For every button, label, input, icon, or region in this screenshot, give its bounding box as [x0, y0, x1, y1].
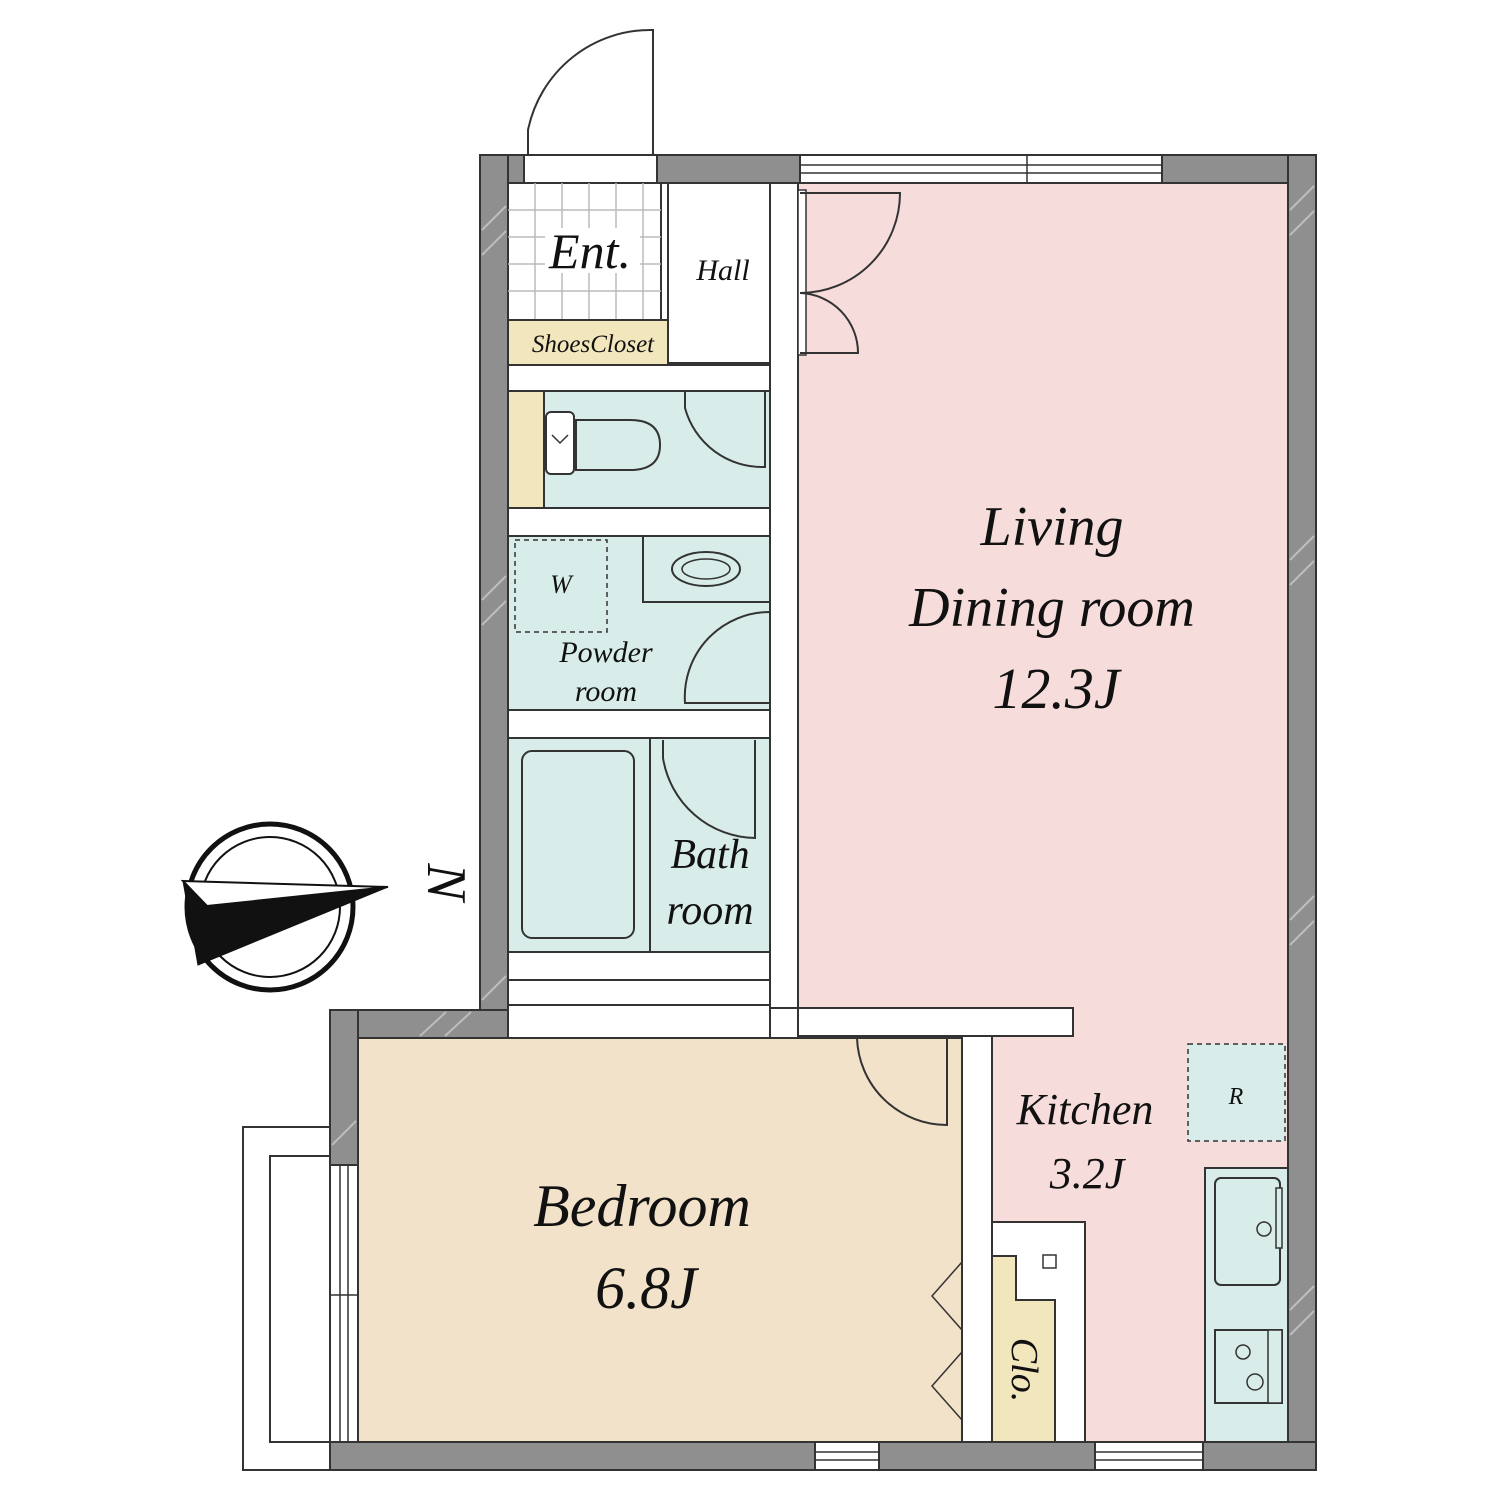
- outlet-icon: [1042, 1254, 1057, 1269]
- kitchen-label: Kitchen: [1016, 1085, 1154, 1134]
- bedroom-label: Bedroom: [533, 1173, 751, 1239]
- north-label: N: [415, 862, 477, 903]
- shoes-closet: ShoesCloset: [507, 319, 679, 366]
- bathroom: Bath room: [507, 737, 771, 953]
- washer-space: [514, 539, 608, 633]
- living-dining-room: Living Dining room 12.3J: [797, 182, 1289, 1443]
- shoes-closet-label: ShoesCloset: [532, 331, 655, 358]
- bathtub-icon: [521, 750, 635, 939]
- bedroom-size: 6.8J: [595, 1255, 699, 1321]
- closet-label: Clo.: [1003, 1338, 1045, 1402]
- toilet-room: [507, 390, 771, 509]
- powder-room-label-1: Powder: [558, 636, 653, 669]
- entrance-label: Ent.: [548, 223, 631, 279]
- bathroom-label-2: room: [666, 888, 753, 934]
- living-label-1: Living: [979, 496, 1123, 558]
- wall-hatching: [331, 185, 1315, 1336]
- entrance-door: [523, 28, 658, 184]
- bedroom: Bedroom 6.8J: [357, 1037, 963, 1443]
- living-size: 12.3J: [992, 656, 1123, 721]
- kitchen-sink-icon: [1214, 1177, 1283, 1286]
- balcony: [242, 1126, 332, 1471]
- closet: Clo.: [991, 1255, 1056, 1443]
- sink-icon: [671, 551, 741, 587]
- refrigerator-space: R: [1187, 1043, 1286, 1142]
- stove-icon: [1214, 1329, 1283, 1404]
- living-label-2: Dining room: [908, 577, 1195, 639]
- refrigerator-label: R: [1228, 1084, 1244, 1110]
- compass: N: [180, 821, 477, 993]
- powder-room: W Powder room: [507, 535, 771, 711]
- kitchen-size: 3.2J: [1049, 1149, 1127, 1198]
- washer-label: W: [550, 570, 574, 599]
- entrance-area: Ent.: [507, 182, 662, 321]
- hall: Hall: [667, 182, 771, 364]
- bathroom-label-1: Bath: [670, 832, 749, 878]
- kitchen-counter: [1204, 1167, 1289, 1443]
- hall-label: Hall: [695, 254, 749, 287]
- toilet-icon: [545, 411, 662, 475]
- powder-room-label-2: room: [575, 675, 637, 708]
